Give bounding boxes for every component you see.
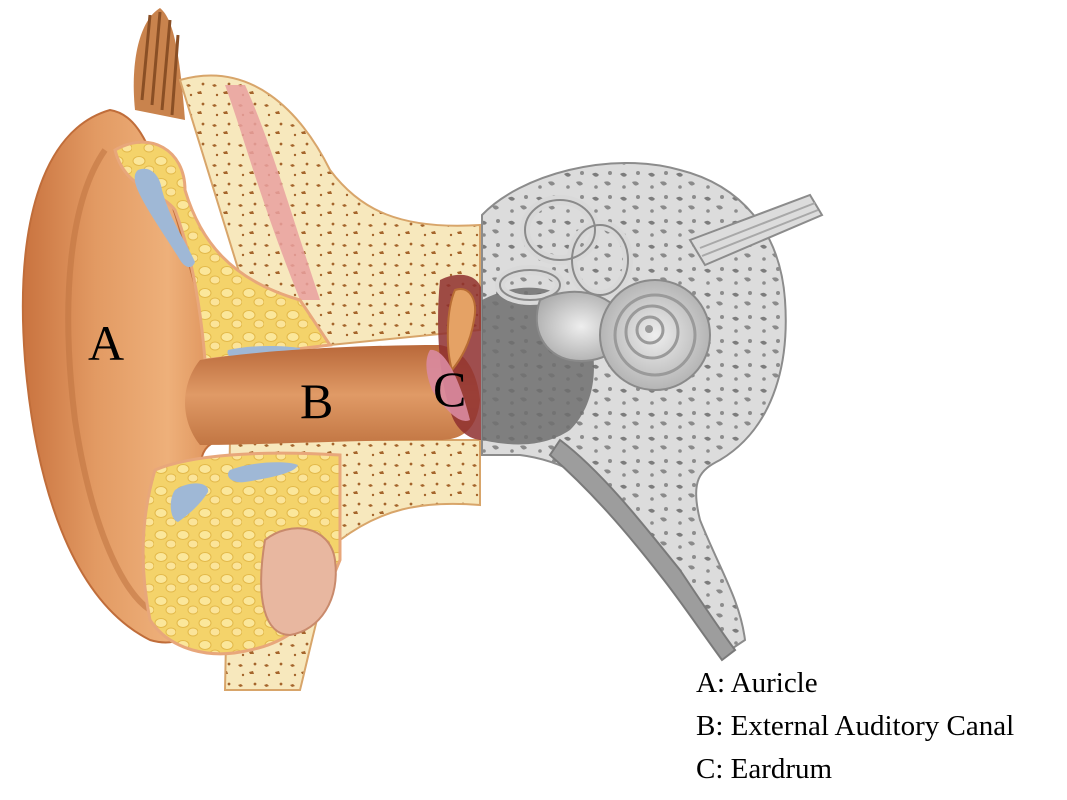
marker-b: B	[300, 373, 334, 429]
legend-letter: C:	[696, 753, 724, 785]
lower-cartilage-1	[170, 483, 209, 522]
legend-row-b: B: External Auditory Canal	[696, 705, 1014, 748]
legend-term: Auricle	[730, 667, 818, 699]
ossicle-malleus	[446, 288, 476, 373]
marker-c: C	[433, 361, 467, 417]
helix-rim	[65, 148, 152, 613]
legend-letter: A:	[696, 667, 725, 699]
hair-tuft	[133, 8, 185, 120]
legend-row-a: A: Auricle	[696, 662, 1014, 705]
temporal-muscle	[225, 85, 320, 300]
parotid-gland	[260, 527, 337, 637]
legend-row-c: C: Eardrum	[696, 748, 1014, 791]
eustachian-tube	[548, 438, 737, 662]
legend-letter: B:	[696, 710, 724, 742]
eardrum-membrane	[426, 349, 470, 421]
upper-cartilage	[134, 168, 195, 268]
auditory-nerve	[688, 193, 824, 267]
legend: A: Auricle B: External Auditory Canal C:…	[696, 662, 1014, 791]
legend-term: External Auditory Canal	[730, 710, 1015, 742]
legend-term: Eardrum	[730, 753, 833, 785]
external-canal-shape	[185, 345, 480, 445]
marker-a: A	[88, 315, 125, 371]
cochlea	[599, 279, 711, 391]
lower-cartilage-2	[227, 462, 298, 483]
